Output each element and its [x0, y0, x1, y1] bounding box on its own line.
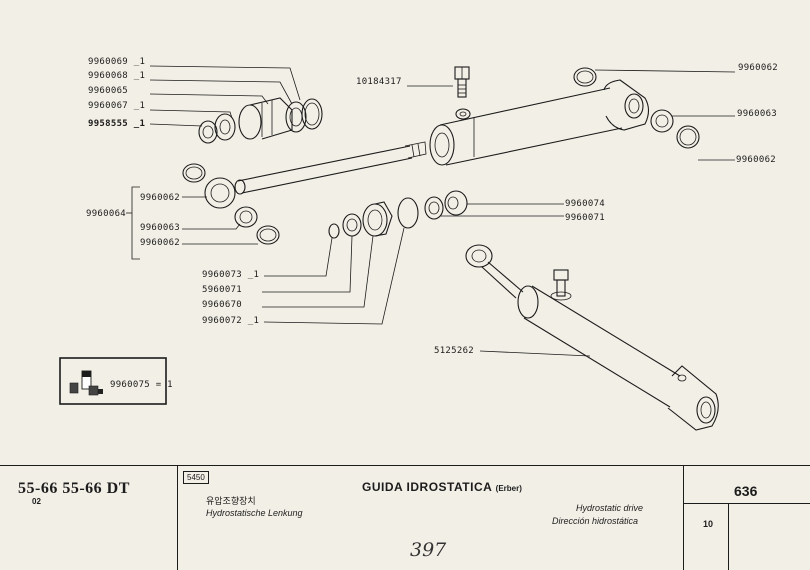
model-sub: 02	[32, 497, 41, 506]
sheet-number: 10	[703, 519, 714, 529]
ring-right-1	[650, 109, 674, 133]
piston-assembly	[198, 97, 323, 144]
partno-9960064: 9960064	[86, 209, 126, 219]
ring-right-1-inner	[655, 114, 669, 128]
titleblock-page-rule	[683, 503, 810, 504]
partno-9960062-right: 9960062	[736, 155, 776, 165]
partno-9960072: 9960072 _1	[202, 316, 259, 326]
partno-10184317: 10184317	[356, 77, 402, 87]
title-main: GUIDA IDROSTATICA	[362, 480, 492, 494]
seal-kit-inset: 9960075 = 1	[59, 357, 173, 405]
ring-mid-1	[182, 163, 206, 183]
partno-9960062-top: 9960062	[738, 63, 778, 73]
title-italian: GUIDA IDROSTATICA (Erber)	[362, 480, 522, 494]
bush-right	[444, 190, 468, 216]
partno-9960074: 9960074	[565, 199, 605, 209]
ring-left-1	[234, 206, 258, 228]
page-number: 636	[734, 483, 758, 499]
ring-right-2	[676, 125, 700, 149]
ring-top	[573, 67, 597, 87]
ring-mid-1-inner	[185, 166, 203, 180]
bolt	[454, 66, 470, 98]
title-korean: 유압조향장치	[206, 497, 256, 507]
cylinder-barrel	[429, 79, 650, 166]
gland-seal	[204, 177, 236, 209]
titleblock-divider-1	[177, 466, 178, 570]
title-german: Hydrostatische Lenkung	[206, 508, 303, 518]
partno-9958555: 9958555 _1	[88, 119, 145, 129]
titleblock-divider-2	[683, 466, 684, 570]
ring-left-2-inner	[259, 228, 277, 242]
title-spanish: Dirección hidrostática	[552, 516, 639, 526]
partno-9960071-right: 9960071	[565, 213, 605, 223]
partno-9960670: 9960670	[202, 300, 242, 310]
partno-9960073: 9960073 _1	[202, 270, 259, 280]
partno-9960075: 9960075 = 1	[110, 380, 173, 390]
ring-right-small-inner	[428, 201, 440, 215]
partno-9960062-left: 9960062	[140, 238, 180, 248]
gland-seal-inner	[210, 183, 230, 203]
leader-lines	[126, 65, 736, 357]
titleblock-top-rule	[0, 465, 810, 466]
ring-right-small	[424, 196, 444, 220]
bush-right-inner	[447, 196, 459, 210]
o-ring-large	[397, 197, 419, 229]
ring-left-2	[256, 225, 280, 245]
seal-ring	[342, 213, 362, 237]
handwritten-number: 397	[410, 539, 447, 561]
ring-right-2-inner	[679, 128, 697, 146]
partno-9960068: 9960068 _1	[88, 71, 145, 81]
ring-top-inner	[576, 70, 594, 84]
seal-small	[328, 223, 340, 239]
group-code: 5450	[183, 471, 209, 484]
piston-rod	[234, 141, 427, 195]
partno-5960071: 5960071	[202, 285, 242, 295]
title-english: Hydrostatic drive	[576, 503, 644, 513]
partno-9960067: 9960067 _1	[88, 101, 145, 111]
title-sub: (Erber)	[495, 484, 522, 493]
partno-9960063-right: 9960063	[737, 109, 777, 119]
partno-9960063-left: 9960063	[140, 223, 180, 233]
partno-9960065: 9960065	[88, 86, 128, 96]
titleblock-divider-3	[728, 503, 729, 570]
partno-5125262: 5125262	[434, 346, 474, 356]
partno-9960062-mid: 9960062	[140, 193, 180, 203]
seal-ring-inner	[346, 218, 358, 232]
ring-left-1-inner	[239, 210, 253, 224]
model-number: 55-66 55-66 DT	[18, 480, 130, 497]
assembled-cylinder	[465, 244, 719, 431]
guide-bush	[362, 201, 393, 237]
partno-9960069: 9960069 _1	[88, 57, 145, 67]
